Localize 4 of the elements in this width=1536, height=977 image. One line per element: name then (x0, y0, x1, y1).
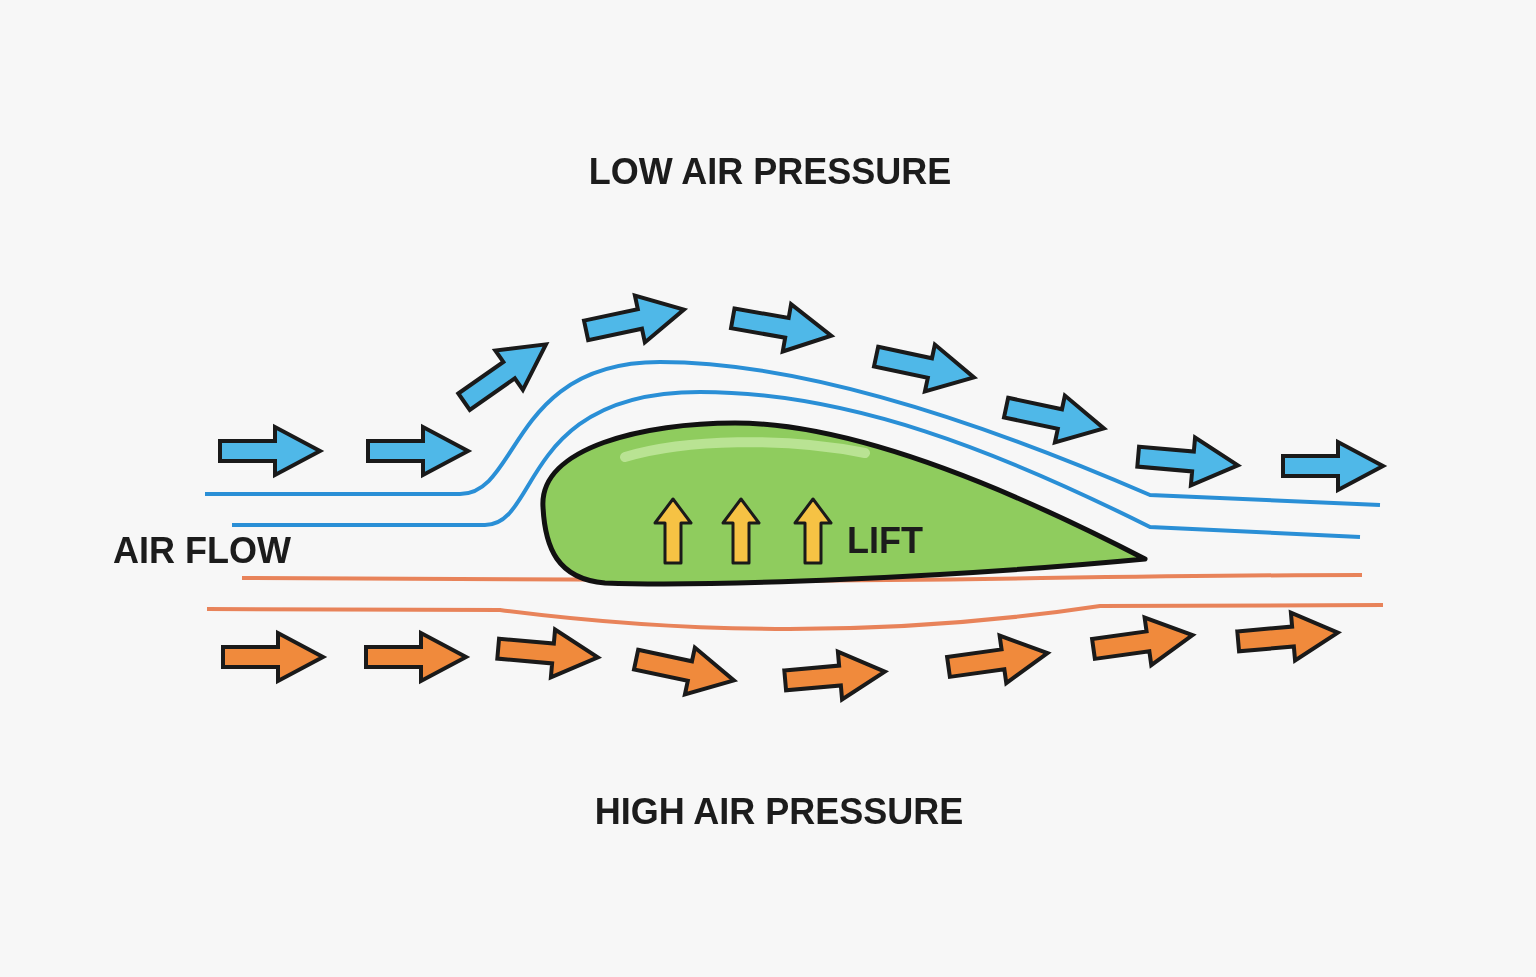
pressure-label: HIGH AIR PRESSURE (594, 794, 964, 830)
pressure-label: LOW AIR PRESSURE (588, 154, 952, 190)
pressure-label: AIR FLOW (113, 533, 291, 569)
lift-label: LIFT (847, 523, 923, 559)
